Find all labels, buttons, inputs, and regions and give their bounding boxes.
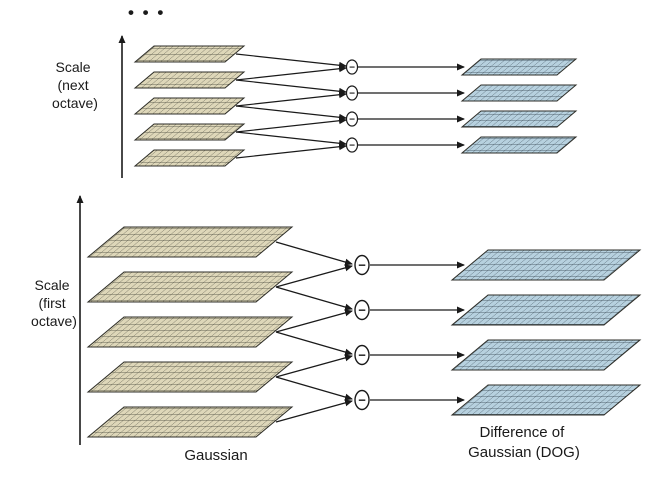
- scale-next-line1: Scale: [56, 59, 91, 75]
- next-minus-node-1: [345, 137, 359, 153]
- next-minus-node-3: [345, 85, 359, 101]
- minus-sign: −: [349, 63, 355, 74]
- dog-label-line1: Difference of: [480, 424, 566, 441]
- arrow-ng3-to-nminus3: [235, 91, 347, 107]
- arrow-g4-to-minus4: [275, 264, 353, 288]
- arrow-g1-to-minus1: [275, 399, 353, 423]
- arrow-ng3-to-nminus2: [235, 105, 347, 121]
- scale-next-line2: (next: [57, 77, 88, 93]
- dog-sheet-4: [450, 249, 642, 281]
- scale-next-octave-label: Scale (next octave): [52, 59, 98, 111]
- dog-sheet-3: [450, 294, 642, 326]
- gaussian-sheet-4: [86, 271, 294, 303]
- scale-first-line3: octave): [31, 313, 77, 329]
- gaussian-column-label: Gaussian: [184, 447, 247, 464]
- arrow-g4-to-minus3: [275, 286, 353, 311]
- dog-sheet-2: [450, 339, 642, 371]
- arrow-g5-to-minus4: [275, 241, 353, 266]
- minus-sign: −: [358, 258, 366, 273]
- dog-sheet-1: [450, 384, 642, 416]
- dog-label-line2: Gaussian (DOG): [468, 444, 580, 461]
- continuation-dots: • • •: [128, 3, 165, 22]
- arrow-ng2-to-nminus2: [235, 117, 347, 133]
- dog-column-label: Difference of Gaussian (DOG): [468, 424, 580, 461]
- next-dog-sheet-2: [460, 110, 578, 128]
- minus-sign: −: [349, 89, 355, 100]
- minus-sign: −: [358, 303, 366, 318]
- scale-next-line3: octave): [52, 95, 98, 111]
- arrow-ng4-to-nminus3: [235, 79, 347, 95]
- arrow-ng5-to-nminus4: [235, 53, 347, 69]
- arrow-g2-to-minus2: [275, 354, 353, 378]
- next-gaussian-sheet-5: [133, 45, 246, 63]
- minus-node-3: [354, 299, 370, 321]
- scale-first-octave-label: Scale (first octave): [31, 277, 77, 329]
- next-gaussian-sheet-4: [133, 71, 246, 89]
- gaussian-sheet-3: [86, 316, 294, 348]
- scale-first-line1: Scale: [35, 277, 70, 293]
- next-gaussian-sheet-1: [133, 149, 246, 167]
- arrow-g3-to-minus2: [275, 331, 353, 356]
- next-dog-sheet-1: [460, 136, 578, 154]
- arrow-ng4-to-nminus4: [235, 65, 347, 81]
- arrow-g2-to-minus1: [275, 376, 353, 401]
- gaussian-sheet-5: [86, 226, 294, 258]
- arrow-g3-to-minus3: [275, 309, 353, 333]
- scale-first-line2: (first: [38, 295, 65, 311]
- minus-node-1: [354, 389, 370, 411]
- gaussian-sheet-1: [86, 406, 294, 438]
- next-minus-node-2: [345, 111, 359, 127]
- minus-sign: −: [349, 141, 355, 152]
- next-minus-node-4: [345, 59, 359, 75]
- next-dog-sheet-4: [460, 58, 578, 76]
- gaussian-sheet-2: [86, 361, 294, 393]
- next-dog-sheet-3: [460, 84, 578, 102]
- next-gaussian-sheet-2: [133, 123, 246, 141]
- arrow-ng1-to-nminus1: [235, 143, 347, 159]
- minus-sign: −: [358, 393, 366, 408]
- minus-sign: −: [358, 348, 366, 363]
- minus-node-4: [354, 254, 370, 276]
- minus-node-2: [354, 344, 370, 366]
- next-gaussian-sheet-3: [133, 97, 246, 115]
- minus-sign: −: [349, 115, 355, 126]
- arrow-ng2-to-nminus1: [235, 131, 347, 147]
